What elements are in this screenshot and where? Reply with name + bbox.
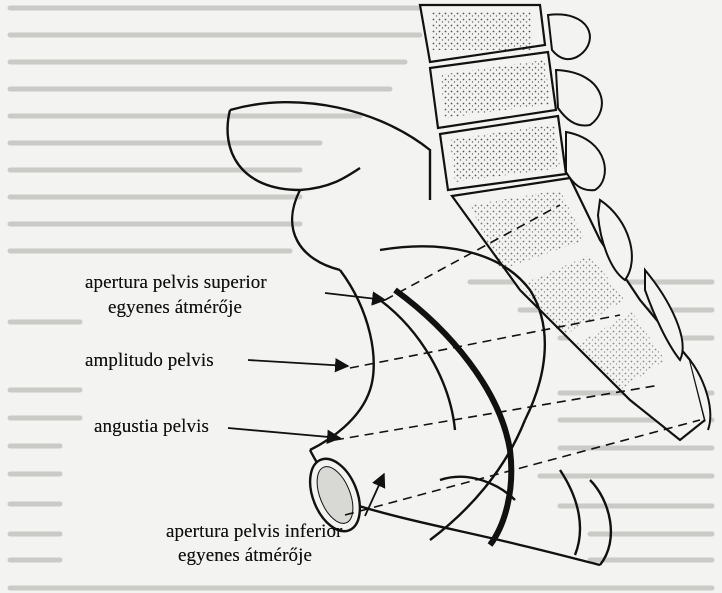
pelvic-axis-curve (393, 287, 515, 547)
amplitudo-leader (247, 358, 350, 373)
diameter-lines (334, 204, 701, 516)
pubic-symphysis (308, 457, 362, 533)
angustia-diameter-line (334, 384, 661, 441)
amplitudo-diameter-line (349, 314, 621, 369)
inferior-leader (364, 472, 386, 517)
label-amplitudo-pelvis: amplitudo pelvis (85, 350, 214, 371)
superior-diameter-line (384, 204, 561, 301)
label-angustia-pelvis: angustia pelvis (94, 416, 209, 437)
label-apertura-inferior-line2: egyenes átmérője (178, 545, 313, 566)
spinous-processes (546, 13, 712, 431)
label-apertura-superior-line1: apertura pelvis superior (85, 272, 267, 293)
inferior-diameter-line (344, 419, 701, 516)
angustia-leader (227, 427, 342, 445)
leader-arrows (227, 291, 387, 517)
vertebral-column (418, 3, 707, 442)
label-apertura-inferior-line1: apertura pelvis inferior (166, 521, 343, 542)
vertebra-1-bone (432, 12, 532, 50)
label-apertura-superior-line2: egyenes átmérője (108, 297, 243, 318)
superior-leader (324, 291, 387, 306)
